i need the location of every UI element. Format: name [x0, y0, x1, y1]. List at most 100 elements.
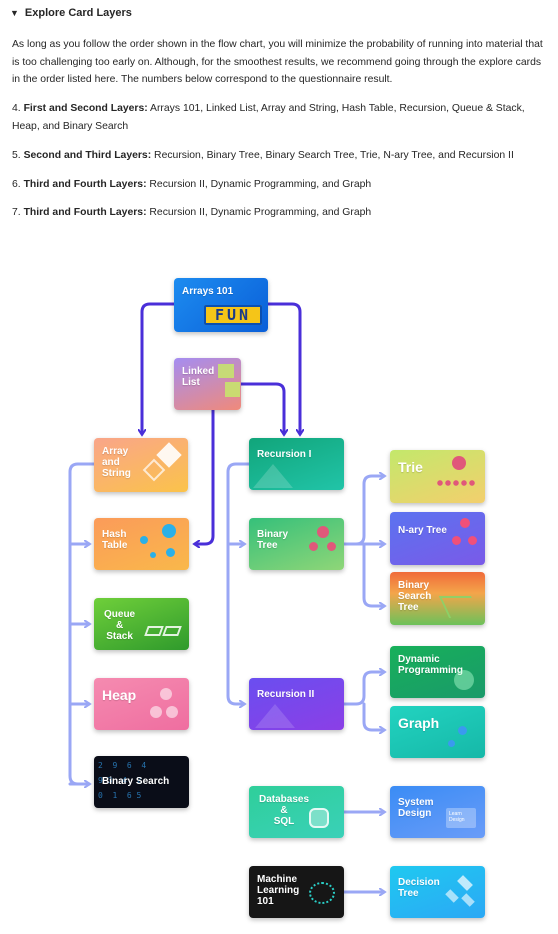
tree-node-icon: [317, 526, 329, 538]
layer-item: 6. Third and Fourth Layers: Recursion II…: [12, 176, 548, 194]
tree-node-icon: [468, 536, 477, 545]
card-label: Trie: [398, 459, 423, 475]
card-label: Heap: [102, 687, 137, 703]
card-label: Linked List: [182, 366, 215, 388]
tree-node-icon: [309, 542, 318, 551]
tree-node-icon: [327, 542, 336, 551]
graph-node-icon: [448, 740, 455, 747]
diamond-icon: [142, 458, 166, 482]
card-label: Hash Table: [102, 529, 128, 551]
card-linked-list[interactable]: Linked List: [174, 358, 241, 410]
diamond-icon: [445, 889, 459, 903]
explore-flow-chart: Arrays 101 FUN Linked List Array and Str…: [0, 266, 558, 934]
card-arrays-101[interactable]: Arrays 101 FUN: [174, 278, 268, 332]
nested-triangles-icon: [253, 464, 293, 488]
branch-tree-icon: [438, 596, 482, 618]
layer-number: 5.: [12, 150, 21, 161]
stack-layers-icon: [144, 626, 164, 636]
arrow-arrays-to-recursion: [266, 302, 300, 434]
diamond-icon: [457, 875, 473, 891]
card-label: Graph: [398, 715, 440, 731]
graph-node-icon: [458, 726, 467, 735]
card-label: N-ary Tree: [398, 525, 447, 536]
card-binary-search-tree[interactable]: Binary Search Tree: [390, 572, 485, 625]
card-label: Binary Tree: [257, 529, 289, 551]
card-binary-tree[interactable]: Binary Tree: [249, 518, 344, 570]
card-label: Binary Search: [102, 776, 170, 787]
card-binary-search[interactable]: 2 9 6 4 9 3 4 2 0 1 6 5 Binary Search: [94, 756, 189, 808]
layer-number: 7.: [12, 207, 21, 218]
arrow-arrays-to-array-string: [142, 302, 176, 434]
card-decision-tree[interactable]: Decision Tree: [390, 866, 485, 918]
card-label: Recursion I: [257, 449, 312, 460]
card-recursion-2[interactable]: Recursion II: [249, 678, 344, 730]
dot-icon: [166, 548, 175, 557]
stack-layers-icon: [162, 626, 182, 636]
arrow-to-graph: [362, 702, 384, 730]
card-heap[interactable]: Heap: [94, 678, 189, 730]
card-recursion-1[interactable]: Recursion I: [249, 438, 344, 490]
card-label: Binary Search Tree: [398, 580, 432, 613]
card-trie[interactable]: Trie: [390, 450, 485, 503]
card-label: Array and String: [102, 446, 131, 479]
tree-node-icon: [460, 518, 470, 528]
card-machine-learning-101[interactable]: Machine Learning 101: [249, 866, 344, 918]
heap-node-icon: [150, 706, 162, 718]
block-icon: [218, 364, 234, 378]
layer-number: 4.: [12, 103, 21, 114]
flow-arrows: [68, 302, 558, 934]
heap-node-icon: [166, 706, 178, 718]
arrow-linkedlist-to-recursion: [239, 382, 284, 434]
arrow-linkedlist-to-hashtable: [195, 408, 215, 544]
layer-number: 6.: [12, 179, 21, 190]
arrow-to-dp: [342, 672, 384, 706]
card-nary-tree[interactable]: N-ary Tree: [390, 512, 485, 565]
section-title: Explore Card Layers: [24, 7, 132, 19]
tree-node-icon: [452, 456, 466, 470]
diamond-icon: [461, 893, 475, 907]
browser-window-icon: Learn Design: [446, 808, 476, 828]
card-dynamic-programming[interactable]: Dynamic Programming: [390, 646, 485, 698]
dot-icon: [150, 552, 156, 558]
collapse-caret-icon: ▼: [10, 8, 19, 18]
card-system-design[interactable]: System Design Learn Design: [390, 786, 485, 838]
layer-text: Arrays 101, Linked List, Array and Strin…: [12, 103, 525, 132]
layer-item: 5. Second and Third Layers: Recursion, B…: [12, 147, 548, 165]
arrow-to-trie: [342, 476, 384, 546]
card-queue-and-stack[interactable]: Queue & Stack: [94, 598, 189, 650]
card-databases-and-sql[interactable]: Databases & SQL: [249, 786, 344, 838]
card-graph[interactable]: Graph: [390, 706, 485, 758]
card-label: Dynamic Programming: [398, 654, 464, 676]
explore-card-layers-toggle[interactable]: ▼ Explore Card Layers: [10, 7, 132, 19]
arrow-recursion-to-recursion2: [226, 462, 251, 704]
card-label: Decision Tree: [398, 877, 440, 899]
card-array-and-string[interactable]: Array and String: [94, 438, 188, 492]
layer-item: 7. Third and Fourth Layers: Recursion II…: [12, 204, 548, 222]
database-cylinder-icon: [309, 808, 329, 828]
orb-icon: [454, 670, 474, 690]
dot-icon: [162, 524, 176, 538]
block-icon: [225, 382, 240, 397]
card-label: Recursion II: [257, 689, 315, 700]
layer-title: Second and Third Layers:: [23, 150, 152, 161]
layer-text: Recursion II, Dynamic Programming, and G…: [146, 207, 372, 218]
card-label: Machine Learning 101: [257, 874, 300, 907]
layer-text: Recursion, Binary Tree, Binary Search Tr…: [151, 150, 514, 161]
tree-node-icon: [452, 536, 461, 545]
heap-node-icon: [160, 688, 172, 700]
layer-text: Recursion II, Dynamic Programming, and G…: [146, 179, 372, 190]
dot-icon: [140, 536, 148, 544]
fun-badge-icon: FUN: [204, 305, 262, 325]
brain-icon: [309, 882, 335, 904]
matrix-digits: 2 9 6 4 9 3 4 2 0 1 6 5: [98, 761, 147, 800]
nested-triangles-icon: [255, 704, 295, 728]
arrow-to-bst: [362, 542, 384, 606]
intro-paragraph: As long as you follow the order shown in…: [12, 39, 543, 85]
tree-leaf-icon: [436, 478, 476, 488]
layer-item: 4. First and Second Layers: Arrays 101, …: [12, 100, 548, 135]
layer-title: First and Second Layers:: [23, 103, 148, 114]
card-hash-table[interactable]: Hash Table: [94, 518, 189, 570]
card-label: Arrays 101: [182, 286, 234, 297]
card-label: System Design: [398, 797, 434, 819]
card-label: Databases & SQL: [259, 794, 310, 827]
